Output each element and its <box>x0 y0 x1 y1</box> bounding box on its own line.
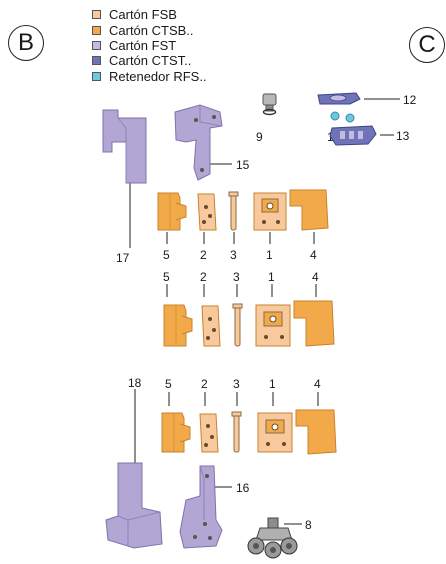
callout-18: 18 <box>128 376 142 390</box>
row2-part-2 <box>201 305 221 347</box>
callout-2-row3: 2 <box>201 377 208 391</box>
callout-4-row3: 4 <box>314 377 321 391</box>
part-14-retainer-a <box>330 111 340 121</box>
leader-lines <box>129 98 400 525</box>
row1-part-2 <box>197 193 217 231</box>
legend-swatch <box>92 10 101 20</box>
part-15-hinge-plate <box>174 104 223 181</box>
callout-3-row1: 3 <box>230 248 237 262</box>
callout-17: 17 <box>116 251 130 265</box>
legend-item: Cartón CTST.. <box>92 53 207 68</box>
legend-label: Cartón FST <box>109 37 177 53</box>
row2-part-3 <box>232 303 243 347</box>
callout-4-row2: 4 <box>312 270 319 284</box>
callout-13: 13 <box>396 129 410 143</box>
legend-label: Cartón CTST.. <box>109 53 192 69</box>
part-17-bracket <box>102 109 147 184</box>
part-16-plate <box>179 465 223 549</box>
row3-part-2 <box>199 413 219 453</box>
legend-swatch <box>92 71 101 81</box>
legend-item: Cartón FSB <box>92 7 207 22</box>
part-14-retainer-b <box>345 113 355 123</box>
legend-label: Retenedor RFS.. <box>109 68 207 84</box>
row1-part-3 <box>228 191 239 231</box>
row2-part-1 <box>255 304 291 347</box>
legend-swatch <box>92 56 101 66</box>
part-9-screw <box>262 93 277 116</box>
callout-8: 8 <box>305 518 312 532</box>
row2-part-4 <box>293 300 335 347</box>
callout-5-row2: 5 <box>163 270 170 284</box>
legend-swatch <box>92 25 101 35</box>
callout-1-row1: 1 <box>266 248 273 262</box>
callout-2-row1: 2 <box>200 248 207 262</box>
row1-part-1 <box>253 192 287 231</box>
row1-part-4 <box>289 189 329 231</box>
legend-label: Cartón CTSB.. <box>109 22 194 38</box>
legend-swatch <box>92 40 101 50</box>
legend-item: Cartón CTSB.. <box>92 22 207 38</box>
section-b-label: B <box>17 29 34 56</box>
callout-1-row3: 1 <box>269 377 276 391</box>
callout-1-row2: 1 <box>268 270 275 284</box>
row2-part-5 <box>163 304 193 347</box>
section-c-label: C <box>418 31 436 58</box>
legend-label: Cartón FSB <box>109 7 177 23</box>
part-18-bracket <box>105 462 163 549</box>
row3-part-5 <box>161 412 191 453</box>
callout-3-row3: 3 <box>233 377 240 391</box>
section-c-badge: C <box>409 27 445 63</box>
legend-item: Retenedor RFS.. <box>92 69 207 84</box>
part-8-roller <box>247 517 298 559</box>
section-b-badge: B <box>8 25 44 61</box>
callout-12: 12 <box>403 93 417 107</box>
legend-item: Cartón FST <box>92 38 207 53</box>
row3-part-1 <box>257 412 293 453</box>
callout-5-row3: 5 <box>165 377 172 391</box>
callout-16: 16 <box>236 481 250 495</box>
row1-part-5 <box>157 192 187 231</box>
callout-5-row1: 5 <box>163 248 170 262</box>
callout-3-row2: 3 <box>233 270 240 284</box>
row3-part-4 <box>295 409 337 455</box>
callout-15: 15 <box>236 158 250 172</box>
part-12-blue-cap <box>317 92 361 105</box>
callout-2-row2: 2 <box>200 270 207 284</box>
callout-9: 9 <box>256 130 263 144</box>
callout-4-row1: 4 <box>310 248 317 262</box>
row3-part-3 <box>231 411 242 453</box>
part-13-blue-plate <box>329 125 377 146</box>
